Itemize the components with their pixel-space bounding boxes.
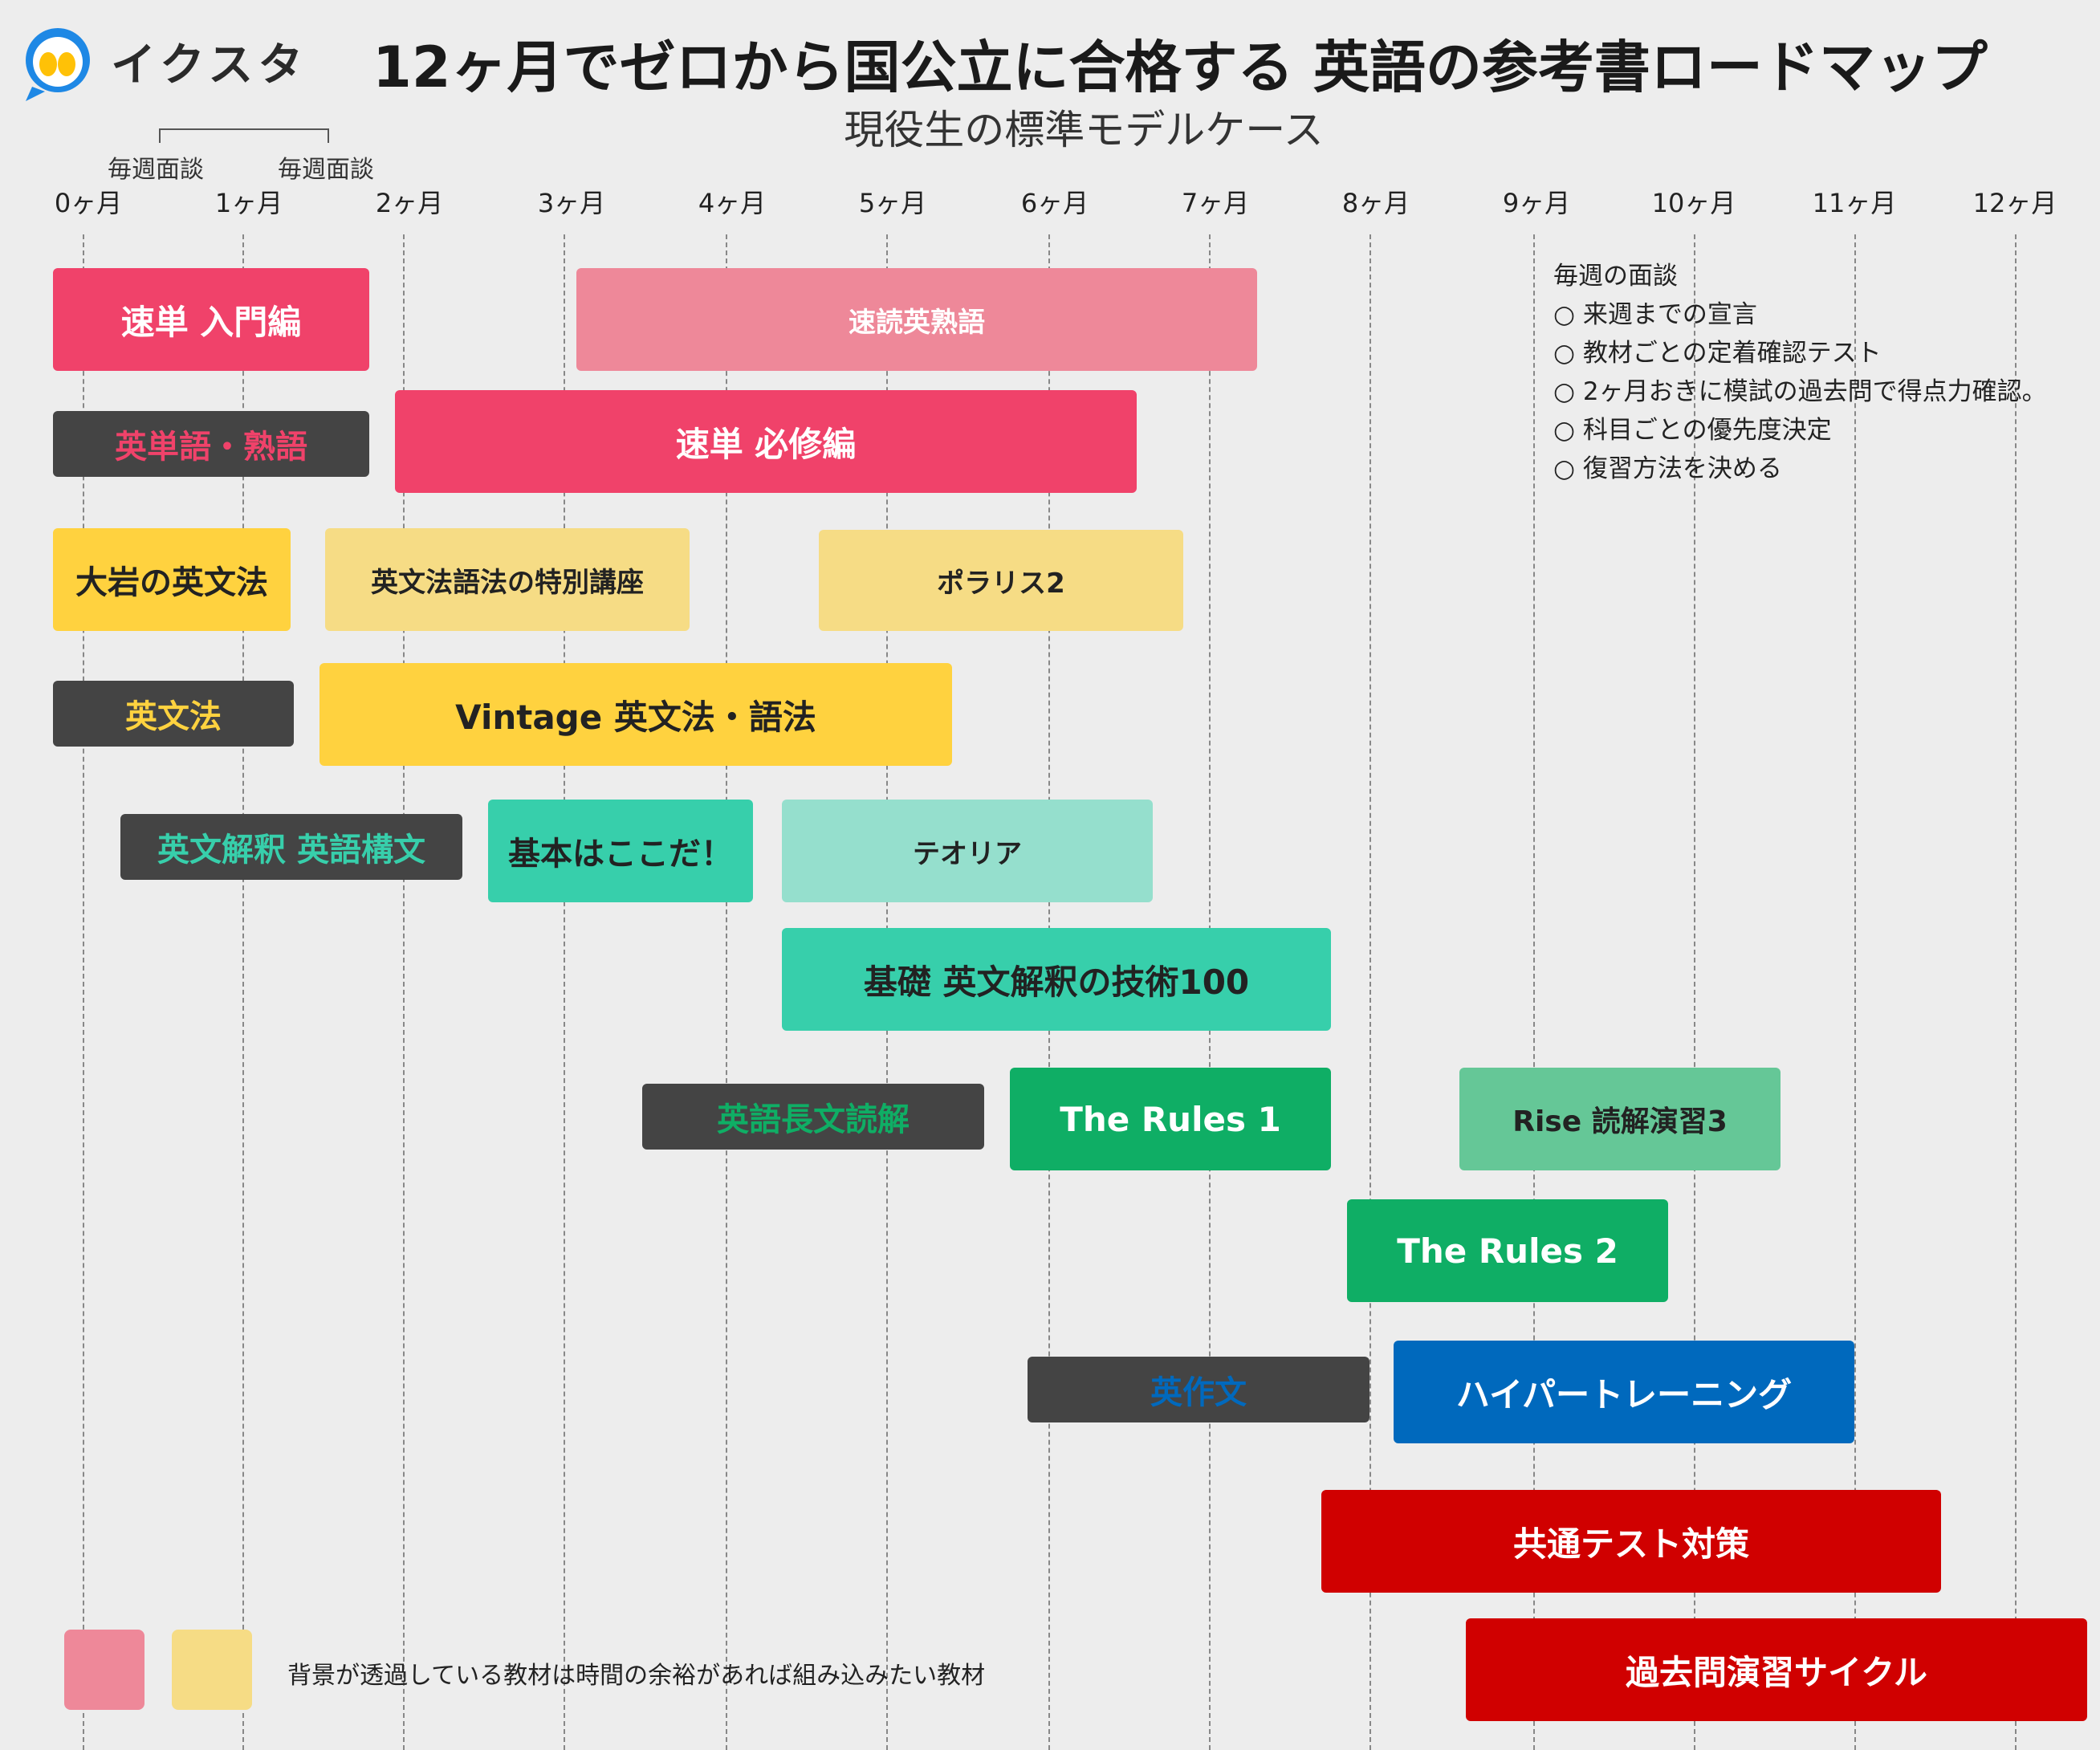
month-tick: 9ヶ月	[1502, 188, 1571, 218]
notes-heading: 毎週の面談	[1553, 262, 1678, 291]
month-tick: 1ヶ月	[214, 188, 283, 218]
month-tick: 4ヶ月	[698, 188, 767, 218]
book-bar-rules1: The Rules 1	[1010, 1068, 1331, 1170]
book-bar-rise3: Rise 読解演習3	[1459, 1068, 1781, 1170]
page-title: 12ヶ月でゼロから国公立に合格する 英語の参考書ロードマップ	[372, 35, 1988, 100]
book-bar-vintage: Vintage 英文法・語法	[319, 663, 952, 766]
page-subtitle: 現役生の標準モデルケース	[844, 107, 1324, 153]
month-tick: 0ヶ月	[54, 188, 123, 218]
month-gridline	[1369, 234, 1371, 1750]
book-bar-tokubetsu: 英文法語法の特別講座	[325, 528, 690, 631]
book-bar-sokudoku: 速読英熟語	[576, 268, 1257, 371]
book-bar-sokutan-hisshu: 速単 必修編	[395, 390, 1137, 493]
month-gridline	[403, 234, 405, 1750]
circle-bullet-icon: ○	[1553, 416, 1576, 445]
legend-swatch-yellow	[172, 1630, 252, 1710]
notes-item-text: 教材ごとの定着確認テスト	[1582, 339, 1882, 368]
notes-item-text: 復習方法を決める	[1582, 454, 1782, 483]
book-bar-polaris2: ポラリス2	[819, 530, 1183, 631]
notes-item: ○ 来週までの宣言	[1553, 295, 2047, 334]
book-bar-kyotsu: 共通テスト対策	[1321, 1490, 1941, 1593]
circle-bullet-icon: ○	[1553, 454, 1576, 483]
month-gridline	[242, 234, 244, 1750]
meeting-label: 毎週面談	[108, 156, 204, 184]
book-bar-oiwa: 大岩の英文法	[53, 528, 291, 631]
month-tick: 11ヶ月	[1812, 188, 1897, 218]
month-gridline	[2015, 234, 2017, 1750]
category-label-reading: 英語長文読解	[642, 1084, 984, 1150]
category-label-interpretation: 英文解釈 英語構文	[120, 814, 462, 880]
month-tick: 3ヶ月	[537, 188, 606, 218]
meeting-label: 毎週面談	[278, 156, 374, 184]
book-bar-sokutan-intro: 速単 入門編	[53, 268, 369, 371]
month-gridline	[564, 234, 565, 1750]
book-bar-rules2: The Rules 2	[1347, 1199, 1668, 1302]
book-bar-teoria: テオリア	[782, 800, 1153, 902]
notes-item: ○ 2ヶ月おきに模試の過去問で得点力確認。	[1553, 372, 2047, 411]
logo-text: イクスタ	[111, 39, 308, 92]
month-tick: 6ヶ月	[1020, 188, 1089, 218]
notes-item: ○ 復習方法を決める	[1553, 450, 2047, 488]
month-gridline	[83, 234, 84, 1750]
legend-swatch-pink	[64, 1630, 144, 1710]
month-tick: 5ヶ月	[858, 188, 927, 218]
month-gridline	[726, 234, 727, 1750]
month-gridline	[1694, 234, 1695, 1750]
ixsta-logo	[26, 28, 90, 101]
month-tick: 7ヶ月	[1181, 188, 1250, 218]
weekly-meeting-notes: 毎週の面談 ○ 来週までの宣言 ○ 教材ごとの定着確認テスト ○ 2ヶ月おきに模…	[1553, 257, 2047, 488]
notes-item-text: 科目ごとの優先度決定	[1582, 416, 1832, 445]
book-bar-hyper: ハイパートレーニング	[1394, 1341, 1854, 1443]
month-tick: 10ヶ月	[1651, 188, 1736, 218]
notes-item-text: 2ヶ月おきに模試の過去問で得点力確認。	[1582, 377, 2047, 406]
month-tick: 12ヶ月	[1972, 188, 2057, 218]
book-bar-kihon: 基本はここだ！	[488, 800, 753, 902]
month-tick: 2ヶ月	[375, 188, 444, 218]
circle-bullet-icon: ○	[1553, 339, 1576, 368]
month-gridline	[1854, 234, 1856, 1750]
notes-item-text: 来週までの宣言	[1582, 300, 1757, 329]
meeting-bracket	[159, 128, 329, 143]
legend-text: 背景が透過している教材は時間の余裕があれば組み込みたい教材	[287, 1662, 986, 1690]
book-bar-kiso100: 基礎 英文解釈の技術100	[782, 928, 1331, 1031]
circle-bullet-icon: ○	[1553, 300, 1576, 329]
month-gridline	[1533, 234, 1535, 1750]
category-label-vocab: 英単語・熟語	[53, 411, 369, 477]
book-bar-kakomon: 過去問演習サイクル	[1466, 1618, 2087, 1721]
notes-item: ○ 教材ごとの定着確認テスト	[1553, 334, 2047, 372]
circle-bullet-icon: ○	[1553, 377, 1576, 406]
category-label-grammar: 英文法	[53, 681, 294, 747]
category-label-composition: 英作文	[1028, 1357, 1369, 1422]
month-tick: 8ヶ月	[1341, 188, 1410, 218]
notes-item: ○ 科目ごとの優先度決定	[1553, 411, 2047, 450]
